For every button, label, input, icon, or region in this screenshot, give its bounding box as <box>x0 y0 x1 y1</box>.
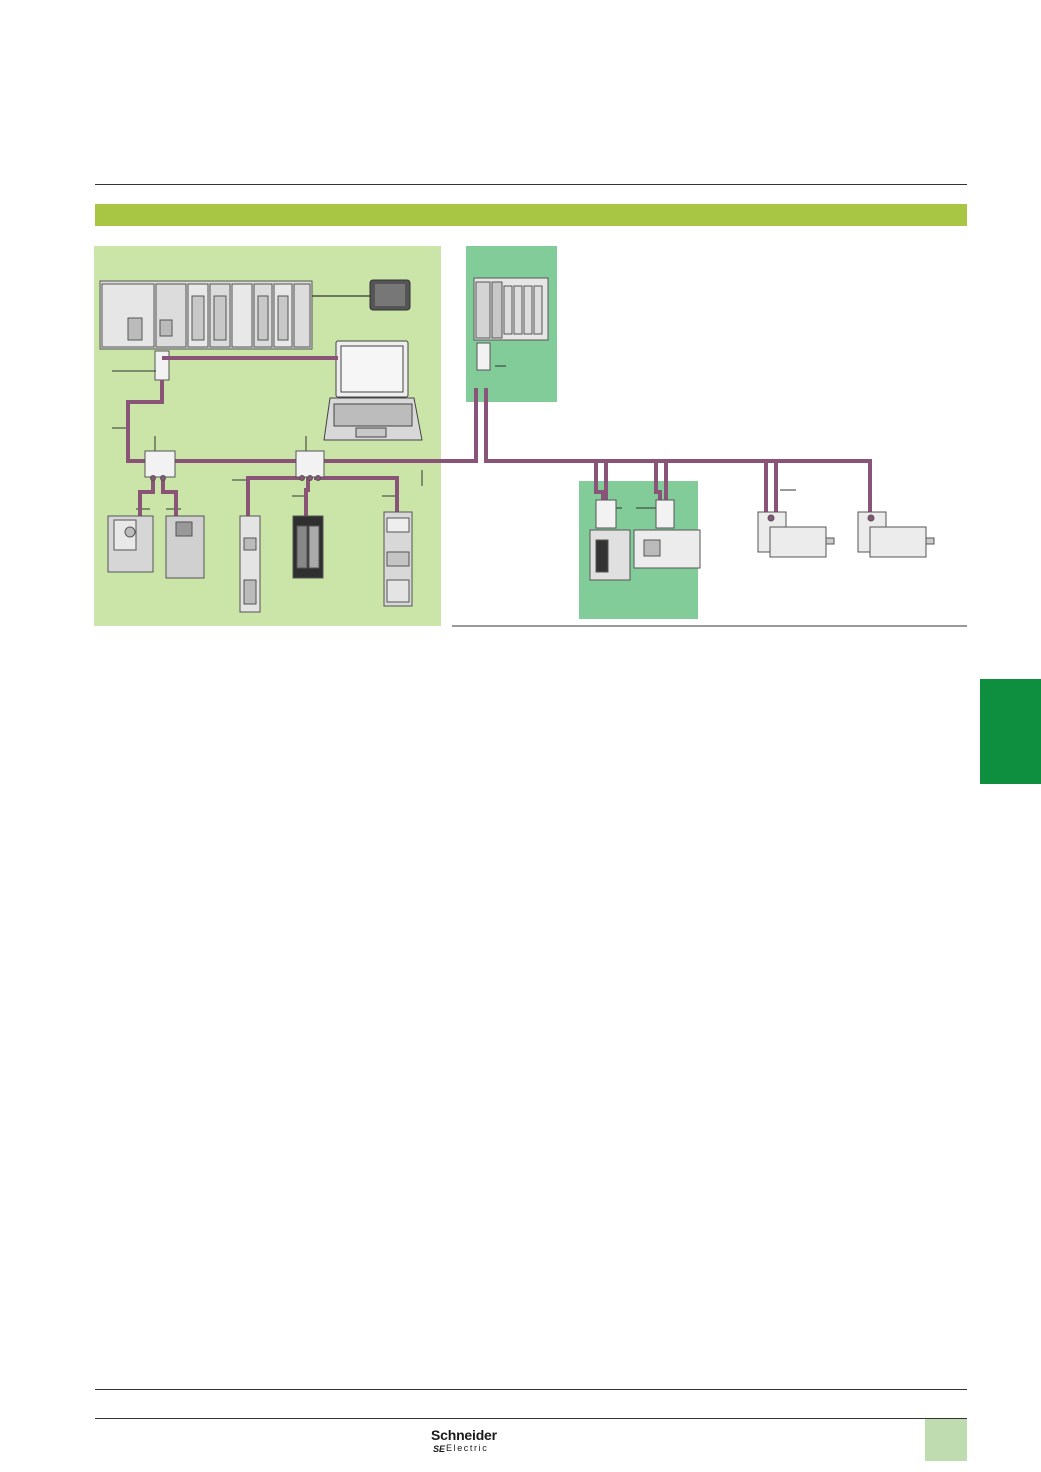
touch-panel-icon <box>312 279 411 311</box>
plc-rack-icon <box>99 280 313 350</box>
junction-box-icon <box>144 450 325 481</box>
section-header-bar <box>95 204 967 226</box>
laptop-icon <box>323 340 423 441</box>
top-rule <box>95 184 967 185</box>
plc-bus-adapter <box>154 350 170 381</box>
footer-rule-top <box>95 1389 967 1390</box>
section-side-tab <box>980 679 1041 784</box>
page-number-box <box>925 1419 967 1461</box>
variable-speed-drive-icon <box>107 515 205 579</box>
remote-io-rack-icon <box>473 277 549 371</box>
footer-rule-bottom <box>95 1418 967 1419</box>
logo-mark-icon: SE <box>433 1444 446 1454</box>
logo-subtext: Electric <box>446 1443 489 1453</box>
controller-icon <box>589 499 701 581</box>
schneider-electric-logo: Schneider SE Electric <box>431 1427 497 1455</box>
logo-wordmark: Schneider <box>431 1427 497 1443</box>
servo-motor-icon <box>757 511 935 558</box>
io-module-icon <box>239 511 413 613</box>
